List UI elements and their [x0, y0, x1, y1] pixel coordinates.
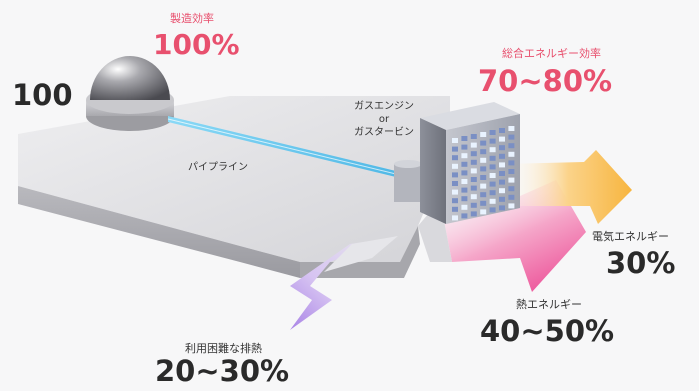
building-window — [452, 198, 458, 204]
platform — [18, 96, 450, 278]
building-window — [452, 215, 458, 221]
engine-label: ガスエンジン or ガスタービン — [344, 100, 424, 139]
building-window — [489, 198, 496, 204]
building-window — [499, 162, 505, 168]
building-window — [480, 166, 487, 172]
building-window — [508, 151, 515, 157]
waste-heat-label: 利用困難な排熱 — [185, 342, 262, 355]
production-efficiency-label: 製造効率 — [170, 12, 214, 25]
waste-heat-arrow — [290, 236, 398, 330]
electric-arrow — [504, 150, 632, 224]
building-window — [480, 183, 487, 189]
building-window — [461, 153, 468, 159]
waste-heat-value: 20~30% — [155, 354, 290, 388]
building-window — [499, 188, 505, 194]
pipeline-label: パイプライン — [188, 162, 248, 173]
electric-energy-value: 30% — [606, 246, 676, 280]
building-window — [470, 142, 477, 148]
building-window — [470, 168, 477, 174]
building-window — [480, 209, 487, 215]
building-window — [489, 173, 496, 178]
building-window — [499, 128, 505, 133]
building-window — [461, 136, 468, 141]
building-window — [499, 205, 505, 211]
building-window — [452, 138, 458, 143]
building-window — [470, 177, 477, 182]
building-window — [470, 194, 477, 200]
electric-energy-label: 電気エネルギー — [592, 230, 669, 243]
building-window — [508, 186, 515, 192]
building-window — [489, 207, 496, 213]
building-windows — [452, 126, 515, 221]
building-window — [470, 202, 477, 208]
building-window — [508, 126, 515, 131]
building-window — [480, 192, 487, 198]
building-window — [452, 172, 458, 178]
building-window — [508, 169, 515, 174]
gas-source-dome — [86, 56, 174, 131]
building-window — [470, 185, 477, 191]
building-window — [461, 213, 468, 219]
building-window — [470, 159, 477, 165]
building-window — [452, 189, 458, 195]
building-window — [499, 153, 505, 159]
building-window — [508, 143, 515, 149]
building-window — [508, 160, 515, 166]
building-window — [489, 147, 496, 153]
building-window — [499, 136, 505, 142]
building-window — [461, 179, 468, 184]
building-window — [480, 149, 487, 155]
building-window — [452, 163, 458, 169]
building-window — [489, 130, 496, 135]
building-window — [508, 134, 515, 140]
pipeline — [167, 116, 401, 178]
production-efficiency-value: 100% — [153, 28, 240, 61]
building-window — [452, 146, 458, 152]
building-window — [461, 196, 468, 202]
building-window — [499, 196, 505, 202]
building-window — [470, 134, 477, 139]
building-window — [470, 151, 477, 157]
building-window — [508, 203, 515, 209]
building-window — [499, 179, 505, 185]
engine-label-line3: ガスタービン — [354, 127, 414, 138]
building-window — [480, 175, 487, 180]
heat-energy-label: 熱エネルギー — [516, 298, 582, 311]
total-efficiency-value: 70~80% — [478, 64, 613, 98]
building-window — [461, 170, 468, 176]
building-window — [461, 187, 468, 193]
building-window — [489, 190, 496, 196]
building-window — [461, 144, 468, 150]
building-window — [499, 145, 505, 151]
building-window — [489, 164, 496, 170]
building-window — [452, 206, 458, 212]
building-window — [452, 155, 458, 161]
building-window — [480, 157, 487, 163]
building-window — [452, 181, 458, 186]
building-window — [489, 181, 496, 187]
building-window — [461, 161, 468, 167]
building-window — [508, 194, 515, 200]
building-window — [489, 138, 496, 144]
building-window — [508, 177, 515, 183]
total-efficiency-label: 総合エネルギー効率 — [502, 47, 601, 60]
heat-energy-value: 40~50% — [480, 314, 615, 348]
building-window — [489, 155, 496, 161]
engine-label-line1: ガスエンジン — [354, 101, 414, 112]
building-window — [461, 204, 468, 210]
building-window — [480, 132, 487, 137]
engine-label-line2: or — [378, 114, 390, 125]
building-window — [480, 140, 487, 146]
building-window — [499, 171, 505, 176]
input-value: 100 — [12, 78, 73, 112]
building-window — [470, 211, 477, 217]
building-window — [480, 200, 487, 206]
